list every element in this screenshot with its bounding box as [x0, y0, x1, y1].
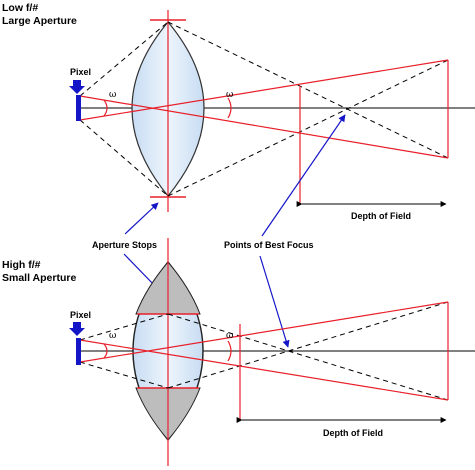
bottom-omega-left: ω [109, 331, 116, 341]
top-red-rays [79, 59, 449, 204]
best-focus-label: Points of Best Focus [224, 240, 314, 250]
best-focus-arrow-up [261, 114, 346, 237]
bottom-pixel [76, 338, 81, 365]
bottom-title-line2: Small Aperture [2, 272, 76, 284]
bottom-red-rays [79, 301, 449, 420]
top-title-line2: Large Aperture [2, 15, 77, 27]
top-pixel [76, 95, 81, 121]
top-angle-arc-left [103, 99, 108, 117]
top-dof-label: Depth of Field [351, 211, 411, 221]
top-diagram: Low f/# Large Aperture ω ω [2, 2, 475, 221]
bottom-diagram: High f/# Small Aperture ω ω [2, 238, 475, 466]
aperture-stops-label: Aperture Stops [92, 240, 157, 250]
top-angle-arc-right [227, 97, 232, 119]
bottom-pixel-label: Pixel [70, 310, 91, 320]
bottom-angle-arc-right [227, 340, 232, 362]
bottom-pixel-arrow-icon [69, 322, 85, 336]
bottom-dashed-rays [79, 301, 449, 401]
bottom-dof-label: Depth of Field [323, 428, 383, 438]
aperture-stops-arrow-up [124, 202, 159, 235]
bottom-title-line1: High f/# [2, 259, 41, 271]
top-omega-right: ω [226, 90, 233, 100]
best-focus-arrow-down [259, 255, 290, 348]
top-title-line1: Low f/# [2, 2, 38, 14]
top-pixel-arrow-icon [69, 80, 85, 94]
bottom-angle-arc-left [103, 343, 108, 359]
top-pixel-label: Pixel [70, 67, 91, 77]
top-omega-left: ω [109, 90, 116, 100]
middle-annotations: Aperture Stops Points of Best Focus [92, 114, 346, 348]
top-dashed-rays [79, 21, 449, 197]
bottom-omega-right: ω [226, 331, 233, 341]
aperture-stops-arrow-down [123, 253, 158, 289]
